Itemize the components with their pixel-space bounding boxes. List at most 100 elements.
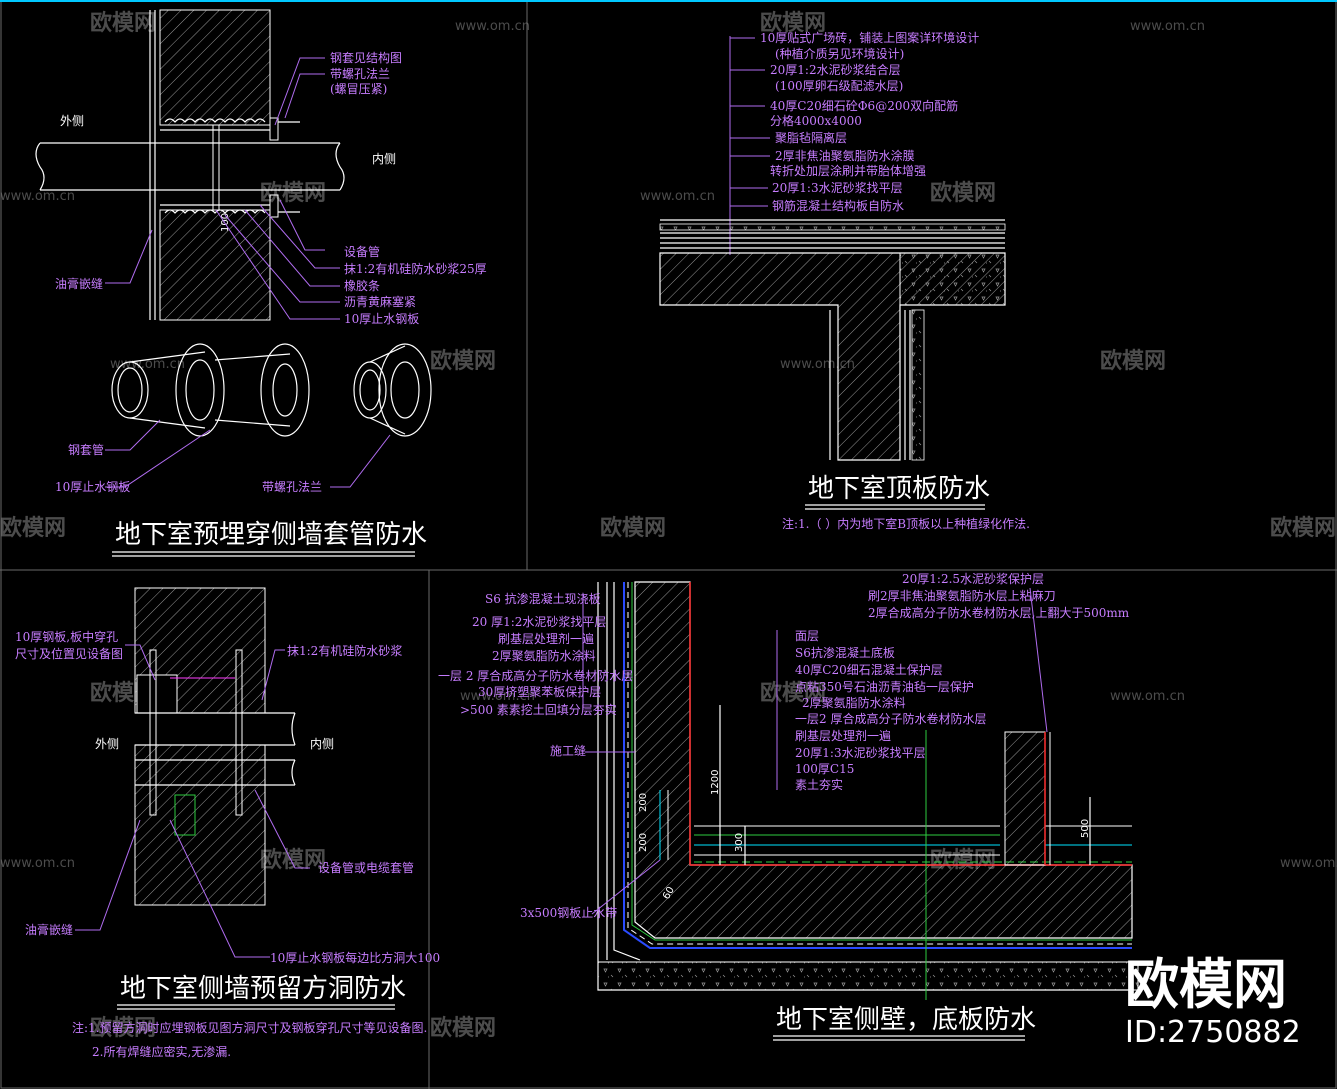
brand-id: ID:2750882 — [1125, 1015, 1301, 1050]
svg-text:欧模网: 欧模网 — [90, 10, 156, 36]
svg-text:钢套见结构图: 钢套见结构图 — [330, 50, 402, 65]
svg-text:www.om.cn: www.om.cn — [455, 19, 530, 34]
svg-text:www.om.cn: www.om.cn — [1130, 19, 1205, 34]
svg-text:100: 100 — [220, 213, 231, 232]
wall-layer-2: 刷基层处理剂一遍 — [498, 631, 594, 646]
svg-text:设备管: 设备管 — [344, 244, 380, 259]
svg-text:www.om.cn: www.om.cn — [0, 189, 75, 204]
roof-layer-0: 10厚贴式广场砖，铺装上图案详环境设计 — [760, 30, 979, 45]
svg-text:欧模网: 欧模网 — [760, 10, 826, 36]
svg-text:抹1:2有机硅防水砂浆25厚: 抹1:2有机硅防水砂浆25厚 — [344, 261, 487, 276]
svg-text:带螺孔法兰: 带螺孔法兰 — [262, 480, 322, 494]
svg-text:沥青黄麻塞紧: 沥青黄麻塞紧 — [344, 294, 416, 309]
panel2-title: 地下室顶板防水 — [808, 474, 990, 504]
svg-text:欧模网: 欧模网 — [1270, 515, 1336, 541]
svg-text:欧模网: 欧模网 — [0, 515, 66, 541]
roof-layer-7: 2厚非焦油聚氨脂防水涂膜 — [775, 148, 915, 163]
svg-text:欧模网: 欧模网 — [260, 180, 326, 206]
svg-text:www.om.cn: www.om.cn — [1280, 856, 1337, 871]
brand-badge: 欧模网 ID:2750882 — [1125, 953, 1301, 1050]
panel3-title: 地下室侧墙预留方洞防水 — [120, 974, 406, 1004]
floor-layer-0: 面层 — [795, 629, 819, 643]
wall-top-note-0: 20厚1:2.5水泥砂浆保护层 — [902, 571, 1044, 586]
roof-layer-10: 钢筋混凝土结构板自防水 — [772, 198, 904, 213]
roof-layer-2: 20厚1:2水泥砂浆结合层 — [770, 62, 901, 77]
svg-text:www.om.cn: www.om.cn — [780, 357, 855, 372]
svg-text:www.om.cn: www.om.cn — [640, 189, 715, 204]
opening-note-2: 2.所有焊缝应密实,无渗漏. — [92, 1044, 231, 1059]
roof-layer-5: 分格4000x4000 — [770, 113, 862, 128]
svg-text:500: 500 — [1080, 819, 1091, 838]
svg-text:带螺孔法兰: 带螺孔法兰 — [330, 67, 390, 81]
svg-text:钢套管: 钢套管 — [68, 442, 104, 457]
floor-layer-8: 100厚C15 — [795, 762, 854, 776]
svg-text:10厚止水钢板: 10厚止水钢板 — [344, 312, 419, 326]
svg-text:外侧: 外侧 — [60, 114, 84, 128]
roof-layer-1: (种植介质另见环境设计) — [775, 46, 904, 61]
panel-roof-waterproof: 10厚贴式广场砖，铺装上图案详环境设计 (种植介质另见环境设计) 20厚1:2水… — [659, 30, 1030, 531]
svg-text:10厚止水钢板每边比方洞大100: 10厚止水钢板每边比方洞大100 — [270, 950, 440, 965]
svg-text:欧模网: 欧模网 — [760, 680, 826, 706]
svg-text:www.om.cn: www.om.cn — [0, 856, 75, 871]
svg-text:www.om.cn: www.om.cn — [460, 689, 535, 704]
floor-layer-7: 20厚1:3水泥砂浆找平层 — [795, 745, 926, 760]
roof-layer-8: 转折处加层涂刷并带胎体增强 — [770, 163, 926, 178]
svg-text:内侧: 内侧 — [310, 737, 334, 751]
svg-text:300: 300 — [734, 833, 745, 852]
wall-layer-0: S6 抗渗混凝土现浇板 — [485, 591, 601, 606]
floor-layer-3: 点粘350号石油沥青油毡一层保护 — [795, 679, 974, 694]
roof-note: 注:1.（ ）内为地下室B顶板以上种植绿化作法. — [782, 516, 1030, 531]
svg-text:1200: 1200 — [710, 770, 721, 795]
svg-text:200: 200 — [638, 833, 649, 852]
wall-layer-1: 20 厚1:2水泥砂浆找平层 — [472, 614, 606, 629]
panel4-title: 地下室侧壁，底板防水 — [776, 1005, 1036, 1035]
svg-text:3x500钢板止水带: 3x500钢板止水带 — [520, 906, 617, 920]
svg-text:欧模网: 欧模网 — [90, 1015, 156, 1041]
svg-text:10厚止水钢板: 10厚止水钢板 — [55, 480, 130, 494]
svg-text:内侧: 内侧 — [372, 152, 396, 166]
svg-text:www.om.cn: www.om.cn — [1110, 689, 1185, 704]
svg-text:欧模网: 欧模网 — [430, 1015, 496, 1041]
floor-layer-9: 素土夯实 — [795, 777, 843, 792]
svg-text:抹1:2有机硅防水砂浆: 抹1:2有机硅防水砂浆 — [287, 643, 402, 658]
wall-top-note-1: 刷2厚非焦油聚氨脂防水层上粘麻刀 — [868, 588, 1056, 603]
floor-layer-2: 40厚C20细石混凝土保护层 — [795, 662, 943, 677]
svg-text:外侧: 外侧 — [95, 737, 119, 751]
roof-layer-6: 聚脂毡隔离层 — [775, 130, 847, 145]
floor-layer-4: 2厚聚氨脂防水涂料 — [802, 695, 906, 710]
svg-text:欧模网: 欧模网 — [430, 348, 496, 374]
brand-logo: 欧模网 — [1125, 953, 1287, 1016]
panel1-title: 地下室预埋穿侧墙套管防水 — [115, 520, 427, 550]
roof-layer-4: 40厚C20细石砼Φ6@200双向配筋 — [770, 98, 958, 113]
opening-note-1: 注:1.预留方洞时应埋钢板见图方洞尺寸及钢板穿孔尺寸等见设备图. — [72, 1020, 427, 1035]
svg-text:(螺冒压紧): (螺冒压紧) — [330, 82, 387, 96]
panel-sleeve-waterproof: 100 钢套见结构图 带螺孔法兰 (螺冒压紧) 外侧 内侧 设备管 抹1:2有机… — [35, 9, 487, 557]
svg-text:油膏嵌缝: 油膏嵌缝 — [25, 922, 73, 937]
wall-top-note-2: 2厚合成高分子防水卷材防水层,上翻大于500mm — [868, 605, 1130, 620]
svg-text:设备管或电缆套管: 设备管或电缆套管 — [318, 860, 414, 875]
floor-layer-5: 一层2 厚合成高分子防水卷材防水层 — [795, 711, 986, 726]
svg-text:尺寸及位置见设备图: 尺寸及位置见设备图 — [15, 646, 123, 661]
svg-text:欧模网: 欧模网 — [930, 180, 996, 206]
wall-layer-3: 2厚聚氨脂防水涂料 — [492, 648, 596, 663]
watermarks: 欧模网 www.om.cn 欧模网 www.om.cn 欧模网 www.om.c… — [0, 10, 1337, 1041]
floor-layer-6: 刷基层处理剂一遍 — [795, 728, 891, 743]
roof-layer-9: 20厚1:3水泥砂浆找平层 — [772, 180, 903, 195]
svg-text:施工缝: 施工缝 — [550, 743, 586, 758]
svg-text:欧模网: 欧模网 — [260, 847, 326, 873]
svg-text:10厚钢板,板中穿孔: 10厚钢板,板中穿孔 — [15, 629, 118, 644]
panel-wall-floor-waterproof: 1200 200 200 300 500 60 S6 抗渗混凝土现浇板 20 厚… — [438, 571, 1139, 1041]
wall-layer-4: 一层 2 厚合成高分子防水卷材防水层 — [438, 668, 633, 683]
svg-text:欧模网: 欧模网 — [600, 515, 666, 541]
panel-square-opening-waterproof: 10厚钢板,板中穿孔 尺寸及位置见设备图 抹1:2有机硅防水砂浆 外侧 内侧 设… — [15, 587, 440, 1059]
floor-layer-1: S6抗渗混凝土底板 — [795, 645, 895, 660]
svg-text:油膏嵌缝: 油膏嵌缝 — [55, 276, 103, 291]
wall-layer-6: >500 素素挖土回填分层夯实 — [460, 702, 617, 717]
svg-text:欧模网: 欧模网 — [1100, 348, 1166, 374]
roof-layer-3: (100厚卵石级配滤水层) — [775, 79, 903, 93]
wall-layer-5: 30厚挤塑聚苯板保护层 — [478, 684, 601, 699]
svg-text:200: 200 — [638, 793, 649, 812]
svg-text:橡胶条: 橡胶条 — [344, 278, 380, 293]
